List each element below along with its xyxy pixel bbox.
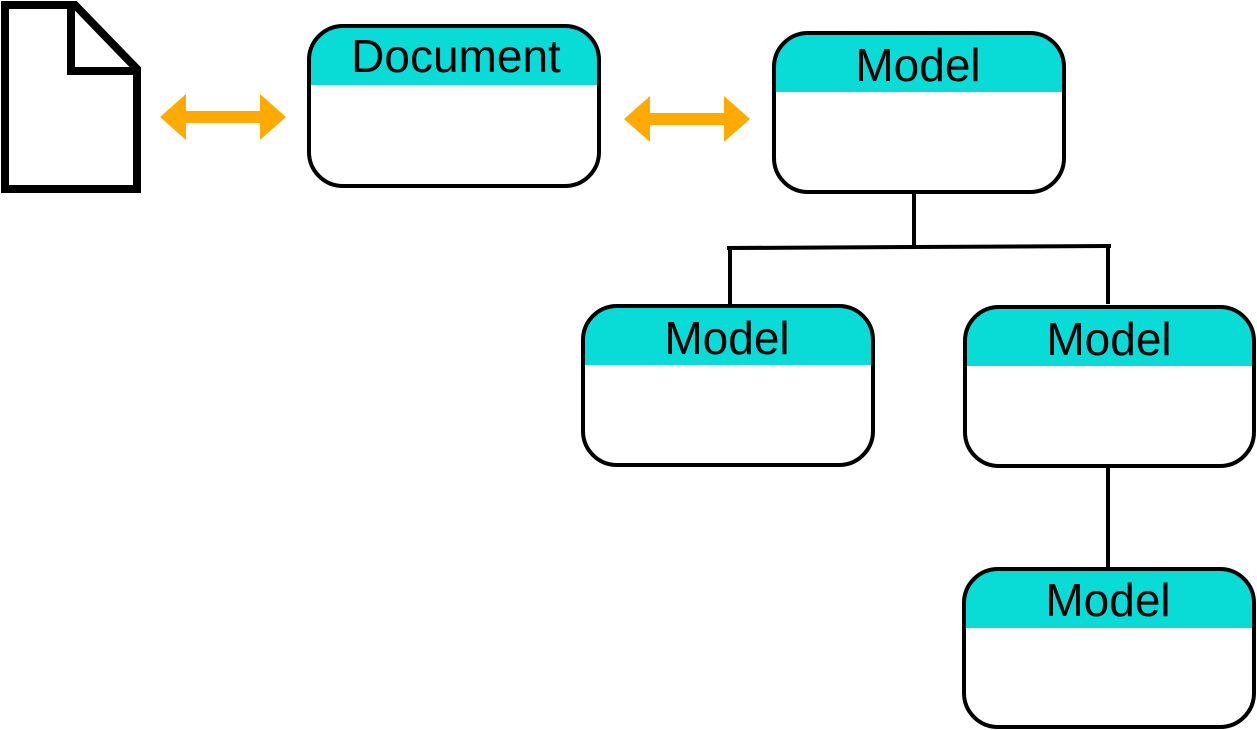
- double-arrow-file-document: [160, 94, 286, 140]
- node-label: Document: [351, 30, 561, 82]
- node-header: [964, 569, 1254, 628]
- node-header: [583, 306, 873, 365]
- node-document: Document: [307, 24, 601, 188]
- tree-connectors: [726, 192, 1112, 569]
- node-label: Model: [1046, 313, 1171, 365]
- node-header: [965, 307, 1254, 366]
- node-label: Model: [1045, 574, 1170, 626]
- node-label: Model: [855, 39, 980, 91]
- node-model-root: Model: [772, 31, 1066, 194]
- connector-horizontal: [726, 244, 1112, 250]
- arrow-shape: [624, 96, 750, 142]
- document-file-icon: [1, 1, 141, 193]
- node-model-left: Model: [581, 304, 875, 467]
- node-header: [774, 33, 1064, 92]
- node-label: Model: [664, 312, 789, 364]
- arrow-shape: [160, 94, 286, 140]
- node-model-right: Model: [963, 305, 1256, 468]
- node-model-bottom: Model: [962, 567, 1256, 729]
- double-arrow-document-model: [624, 96, 750, 142]
- node-header: [309, 26, 599, 85]
